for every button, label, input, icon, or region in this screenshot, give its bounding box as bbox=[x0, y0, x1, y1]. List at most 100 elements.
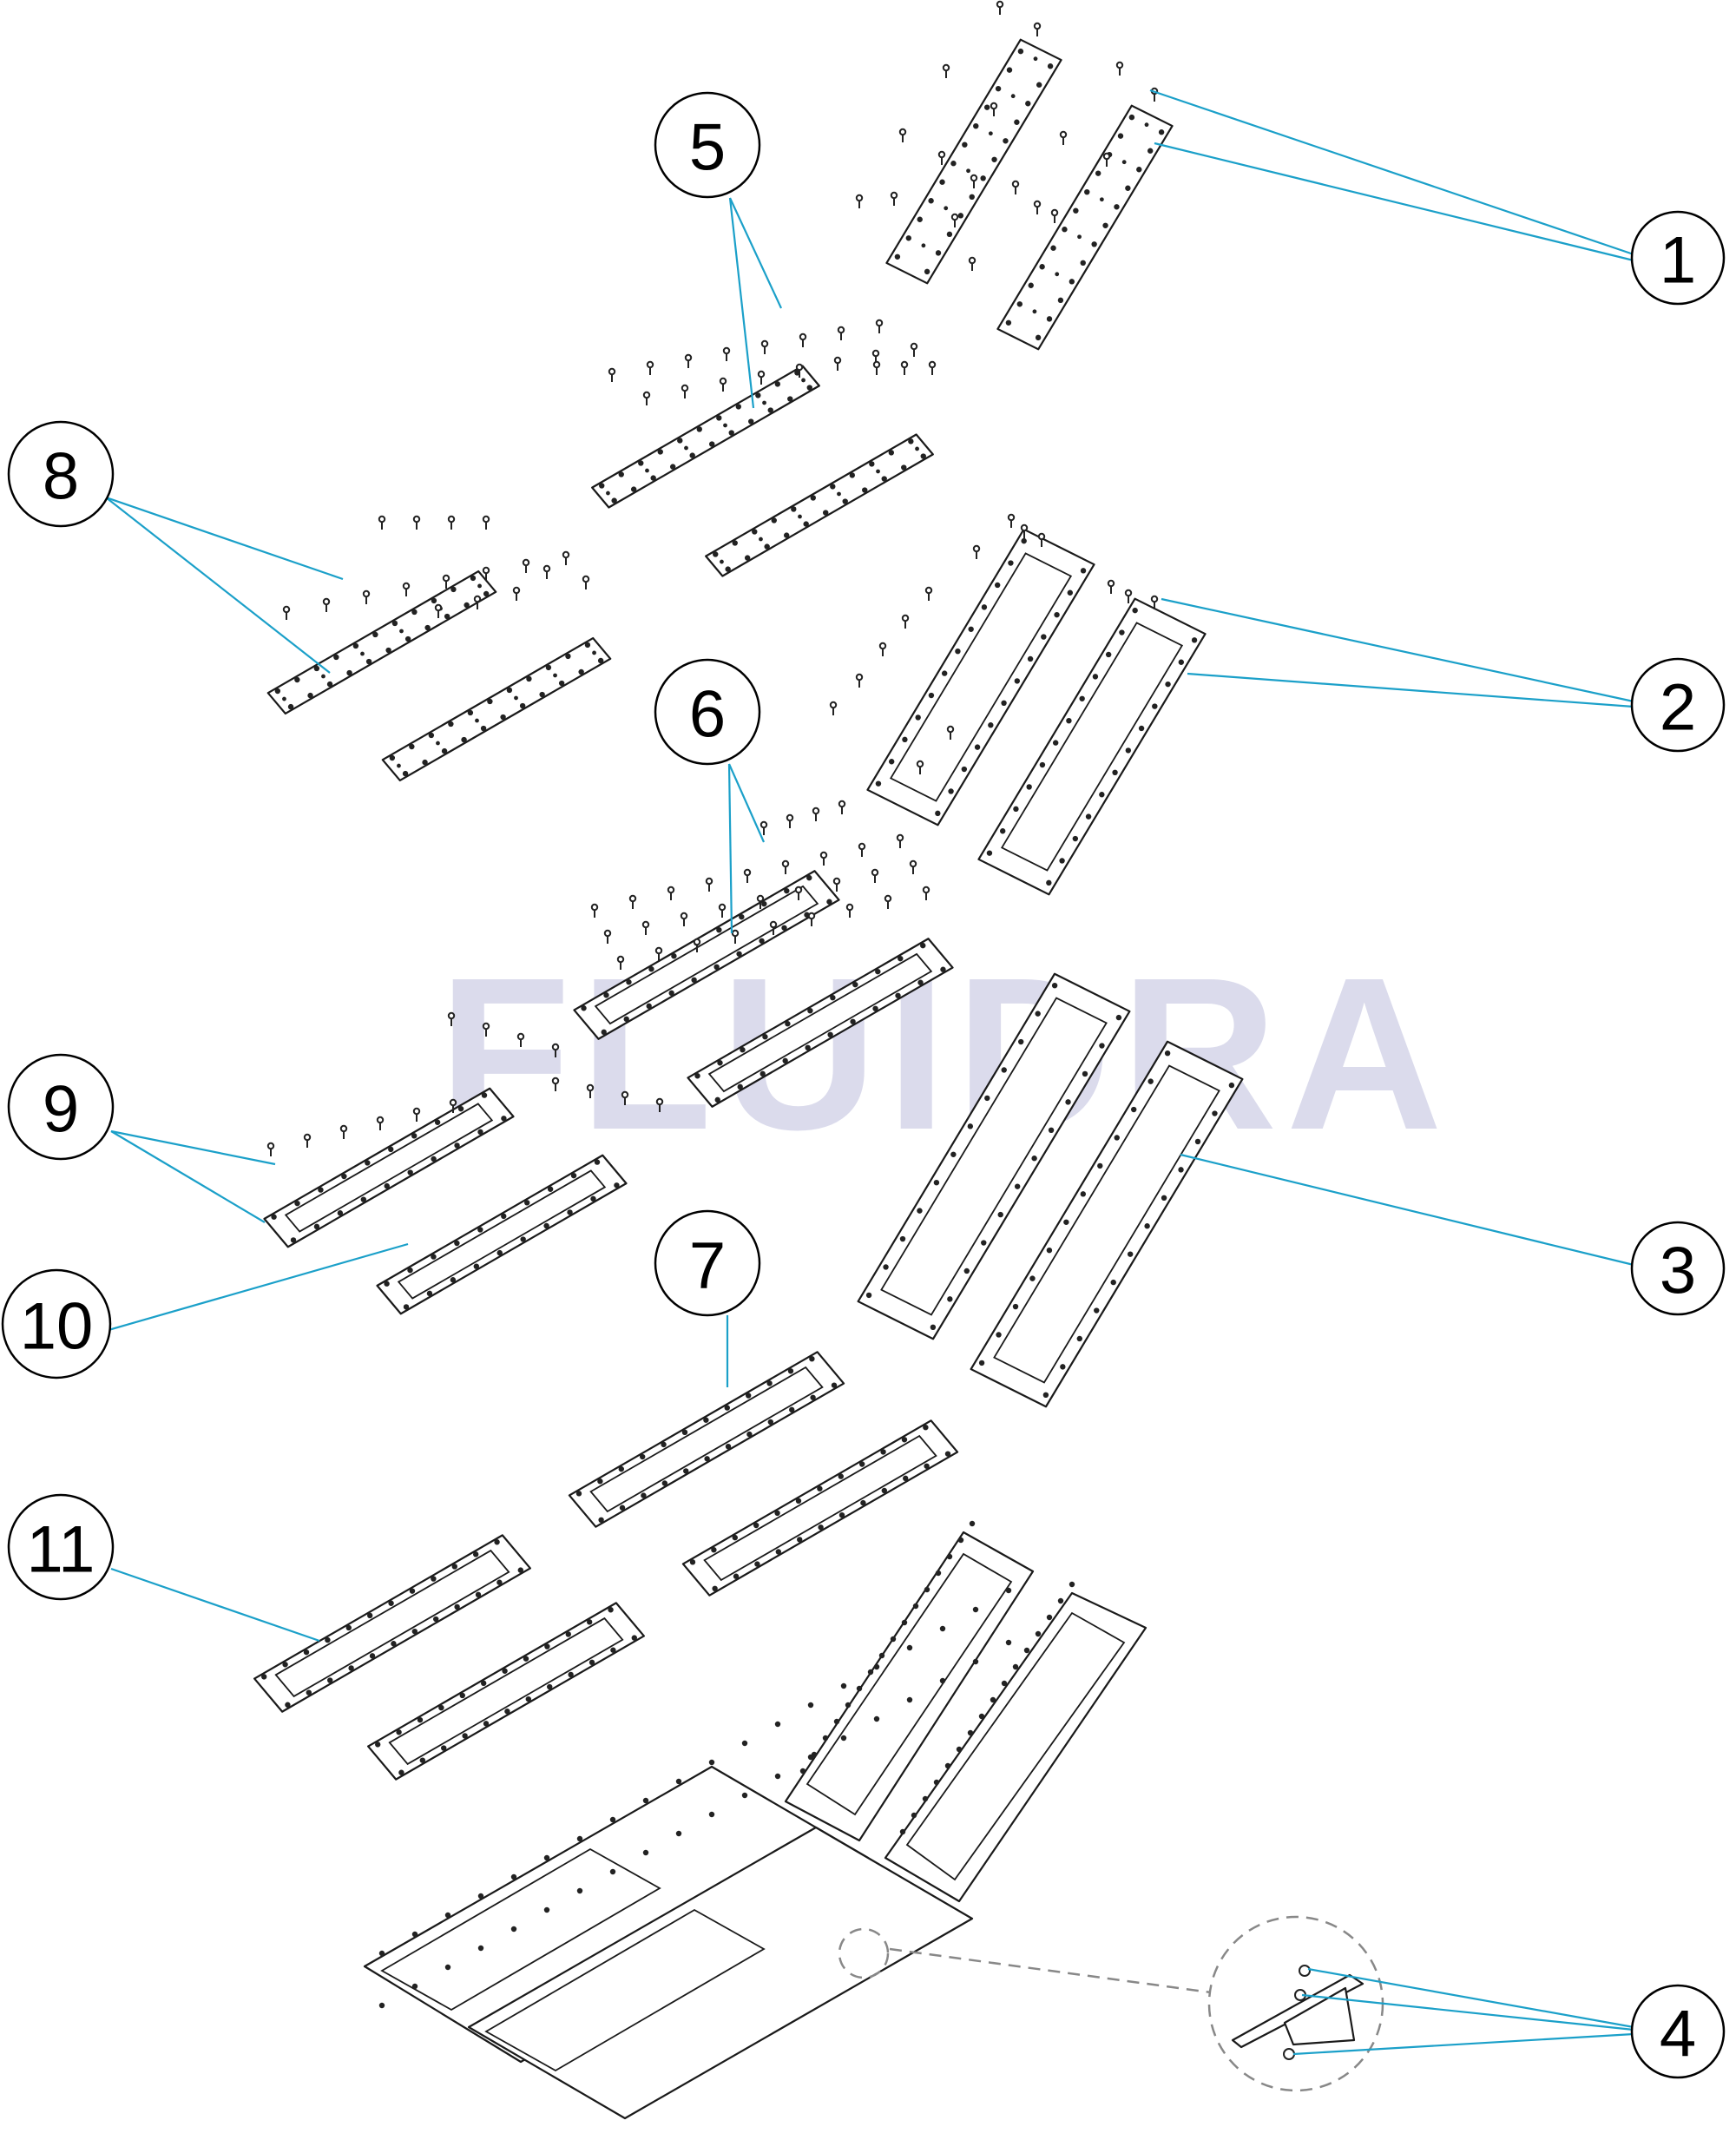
part-2-flange-a-hole bbox=[888, 759, 895, 765]
part-1-plate-b-hole bbox=[1005, 319, 1012, 326]
bolt-head bbox=[781, 859, 790, 868]
part-9-flange-hole bbox=[384, 1182, 390, 1189]
part-5-plate-a-hole bbox=[696, 426, 702, 432]
part-8-plate-b-hole bbox=[441, 747, 448, 754]
chassis-hole bbox=[944, 1762, 951, 1769]
part-1-plate-b-hole bbox=[1121, 160, 1127, 165]
part-11-gasket-a-opening bbox=[274, 1549, 510, 1698]
bolt-head bbox=[447, 1011, 456, 1020]
callout-3[interactable]: 3 bbox=[1630, 1221, 1726, 1316]
part-8-plate-b-hole bbox=[467, 709, 474, 716]
part-1-plate-a-hole bbox=[957, 213, 964, 219]
callout-9[interactable]: 9 bbox=[7, 1053, 115, 1161]
chassis-hole bbox=[933, 1779, 940, 1786]
part-5-plate-b-hole bbox=[901, 464, 907, 471]
part-6-flange-a-hole bbox=[648, 966, 654, 972]
part-5-plate-a-hole bbox=[728, 430, 734, 436]
callout-11[interactable]: 11 bbox=[7, 1493, 115, 1601]
part-9-flange-hole bbox=[360, 1196, 367, 1202]
part-11-gasket-b-hole bbox=[523, 1656, 529, 1662]
chassis-hole bbox=[576, 1887, 583, 1894]
callout-5[interactable]: 5 bbox=[654, 91, 761, 199]
part-5-plate-a-hole bbox=[767, 407, 773, 413]
bolt-head bbox=[412, 515, 421, 523]
bolt-head bbox=[1037, 532, 1046, 541]
bolt-head bbox=[845, 903, 854, 912]
part-3-flange-b-hole bbox=[1212, 1110, 1218, 1116]
part-2-flange-a-hole bbox=[1041, 634, 1047, 640]
bolt-head bbox=[654, 946, 663, 955]
callout-6[interactable]: 6 bbox=[654, 658, 761, 766]
part-11-gasket-a-hole bbox=[348, 1665, 354, 1671]
part-7-gasket-a-hole bbox=[766, 1380, 773, 1386]
part-2-flange-b-hole bbox=[1059, 858, 1065, 864]
part-7-gasket-a-hole bbox=[575, 1491, 582, 1497]
bolt-head bbox=[1059, 130, 1068, 139]
chassis-hole bbox=[946, 1553, 953, 1560]
part-8-plate-a-hole bbox=[274, 688, 281, 695]
part-10-flange-hole bbox=[547, 1186, 554, 1192]
part-6-flange-a-hole bbox=[668, 990, 674, 997]
bolt-head bbox=[872, 360, 881, 369]
part-3-flange-b-hole bbox=[1228, 1082, 1235, 1089]
part-11-gasket-a-hole bbox=[345, 1624, 352, 1631]
chassis-hole bbox=[833, 1718, 840, 1725]
chassis-hole bbox=[969, 1520, 976, 1527]
chassis-hole bbox=[675, 1830, 682, 1837]
part-2-flange-a-hole bbox=[1021, 537, 1027, 544]
chassis-hole bbox=[411, 1931, 418, 1938]
part-1-plate-b-hole bbox=[1114, 204, 1120, 210]
part-2-flange-a-hole bbox=[875, 780, 882, 787]
callout-10[interactable]: 10 bbox=[1, 1268, 112, 1379]
part-8-plate-b-hole bbox=[461, 736, 467, 743]
part-1-plate-a-hole bbox=[966, 168, 970, 174]
part-5-plate-a-hole bbox=[618, 471, 624, 477]
part-8-plate-b-hole bbox=[422, 759, 428, 766]
bolt-head bbox=[990, 102, 998, 110]
part-8-plate-a-hole bbox=[411, 609, 418, 616]
part-6-flange-a-hole bbox=[601, 1029, 607, 1036]
bolt-head bbox=[996, 0, 1004, 9]
part-9-flange-hole bbox=[457, 1105, 464, 1112]
part-2-flange-a-hole bbox=[974, 744, 981, 750]
part-11-gasket-b-hole bbox=[565, 1631, 571, 1637]
part-6-flange-b-hole bbox=[782, 1057, 788, 1064]
part-5-plate-b-hole bbox=[920, 453, 926, 459]
leader-1a bbox=[1149, 89, 1634, 256]
part-1-plate-b-hole bbox=[1077, 234, 1082, 240]
chassis-hole bbox=[1046, 1614, 1053, 1621]
bolt-head bbox=[1115, 61, 1124, 69]
part-9-flange-hole bbox=[431, 1156, 437, 1162]
part-5-plate-b-hole bbox=[830, 484, 836, 490]
chassis-hole bbox=[543, 1906, 550, 1913]
part-5-plate-a-hole bbox=[755, 392, 761, 398]
part-7-gasket-b-hole bbox=[732, 1534, 738, 1541]
callout-8[interactable]: 8 bbox=[7, 420, 115, 528]
part-6-flange-b-hole bbox=[852, 981, 858, 988]
part-1-plate-b-hole bbox=[1032, 309, 1037, 314]
part-8-plate-b-hole bbox=[436, 741, 440, 746]
callout-7[interactable]: 7 bbox=[654, 1209, 761, 1317]
callout-1[interactable]: 1 bbox=[1630, 210, 1726, 306]
part-6-bolts bbox=[590, 800, 930, 970]
callout-4[interactable]: 4 bbox=[1630, 1984, 1726, 2079]
part-5-plate-b-hole bbox=[876, 469, 880, 474]
callout-2[interactable]: 2 bbox=[1630, 657, 1726, 753]
part-3-flange-a-hole bbox=[883, 1264, 889, 1270]
part-11-gasket-a-hole bbox=[369, 1653, 376, 1659]
part-4-detail-circle bbox=[1207, 1915, 1384, 2092]
part-1-plate-b-hole bbox=[1128, 114, 1135, 121]
bolt-head bbox=[512, 586, 521, 595]
chassis-hole bbox=[1023, 1647, 1030, 1654]
callout-8-circle bbox=[7, 420, 115, 528]
chassis-hole bbox=[899, 1828, 906, 1835]
part-2-flange-b-hole bbox=[986, 850, 993, 856]
bolt-head bbox=[705, 877, 713, 886]
part-8-plate-a-hole bbox=[372, 631, 378, 638]
part-3-flange-b-hole bbox=[1060, 1364, 1066, 1370]
part-11-gasket-b-hole bbox=[396, 1729, 402, 1735]
bolt-head bbox=[449, 1098, 457, 1107]
part-8-plate-b-hole bbox=[526, 675, 532, 682]
part-1-plate-b-hole bbox=[1080, 260, 1086, 267]
part-7-gasket-b-hole bbox=[901, 1437, 908, 1443]
